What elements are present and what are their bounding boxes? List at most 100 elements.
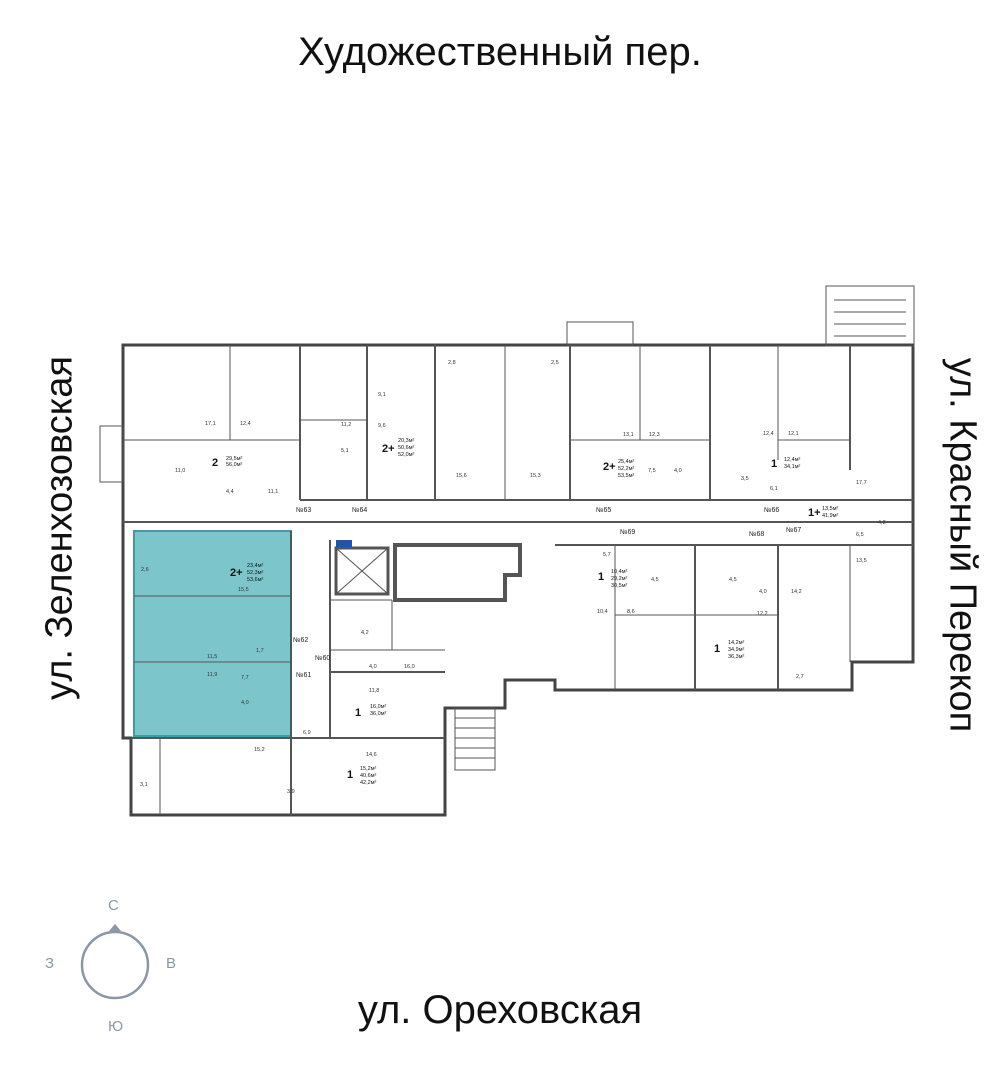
- room-area: 3,1: [140, 782, 148, 788]
- compass-north-label: С: [108, 897, 119, 914]
- room-area: 11,5: [207, 654, 217, 660]
- room-area: 15,2: [254, 747, 265, 753]
- unit-rooms: 2+: [230, 567, 243, 579]
- room-area: 11,1: [268, 489, 278, 495]
- room-area: 2,8: [448, 360, 456, 366]
- room-area: 6,1: [770, 486, 778, 492]
- compass-icon: [80, 924, 150, 1000]
- unit-area-total: 40,6м²: [360, 773, 376, 779]
- room-area: 12,1: [788, 431, 799, 437]
- unit-area-full: 42,2м²: [360, 780, 376, 786]
- unit-rooms: 1: [771, 458, 777, 470]
- room-area: 1,7: [256, 648, 264, 654]
- unit-area-living: 14,2м²: [728, 640, 744, 646]
- unit-number: №69: [620, 529, 635, 536]
- room-area: 4,0: [759, 589, 767, 595]
- unit-area-total: 50,6м²: [398, 445, 414, 451]
- room-area: 13,5: [856, 558, 867, 564]
- room-area: 11,2: [341, 422, 351, 428]
- room-area: 12,2: [757, 611, 768, 617]
- room-area: 4,5: [729, 577, 737, 583]
- unit-number: №62: [293, 637, 308, 644]
- unit-area-full: 30,5м²: [611, 583, 627, 589]
- elevator-marker: [336, 540, 352, 547]
- unit-area-living: 15,2м²: [360, 766, 376, 772]
- unit-number: №68: [749, 531, 764, 538]
- room-area: 15,5: [238, 587, 249, 593]
- room-area: 8,6: [627, 609, 635, 615]
- unit-area-full: 52,0м²: [398, 452, 414, 458]
- unit-area-living: 29,5м²: [226, 456, 242, 462]
- compass-east-label: В: [166, 955, 177, 972]
- room-area: 5,1: [341, 448, 349, 454]
- room-area: 9,6: [378, 423, 386, 429]
- room-area: 15,3: [530, 473, 541, 479]
- room-area: 11,8: [369, 688, 379, 694]
- unit-rooms: 1: [347, 769, 353, 781]
- unit-rooms: 2+: [382, 443, 395, 455]
- unit-area-total: 36,0м²: [370, 711, 386, 717]
- unit-rooms: 1: [355, 707, 361, 719]
- room-area: 6,9: [303, 730, 311, 736]
- room-area: 3,5: [741, 476, 749, 482]
- unit-number: №60: [315, 655, 330, 662]
- room-area: 4,2: [878, 520, 886, 526]
- unit-rooms: 1: [714, 643, 720, 655]
- room-area: 9,1: [378, 392, 386, 398]
- unit-area-full: 53,5м²: [618, 473, 634, 479]
- room-area: 15,6: [456, 473, 467, 479]
- room-area: 7,5: [648, 468, 656, 474]
- room-area: 7,7: [241, 675, 249, 681]
- unit-number: №61: [296, 672, 311, 679]
- street-label-bottom: ул. Ореховская: [357, 988, 643, 1032]
- unit-number: №65: [596, 507, 611, 514]
- unit-area-living: 25,4м²: [618, 459, 634, 465]
- room-area: 2,5: [551, 360, 559, 366]
- unit-area-full: 53,6м²: [247, 577, 263, 583]
- unit-area-living: 13,5м²: [822, 506, 838, 512]
- room-area: 10,4: [597, 609, 608, 615]
- unit-area-total: 52,2м²: [618, 466, 634, 472]
- unit-number: №64: [352, 507, 367, 514]
- room-area: 13,1: [623, 432, 634, 438]
- room-area: 2,6: [141, 567, 149, 573]
- street-label-top: Художественный пер.: [298, 30, 702, 74]
- room-area: 17,7: [856, 480, 867, 486]
- unit-area-total: 29,2м²: [611, 576, 627, 582]
- unit-number: №67: [786, 527, 801, 534]
- unit-area-total: 34,9м²: [728, 647, 744, 653]
- room-area: 14,6: [366, 752, 377, 758]
- room-area: 4,5: [651, 577, 659, 583]
- room-area: 11,9: [207, 672, 217, 678]
- room-area: 3,9: [287, 789, 295, 795]
- room-area: 12,4: [763, 431, 774, 437]
- room-area: 12,4: [240, 421, 251, 427]
- unit-area-living: 20,3м²: [398, 438, 414, 444]
- unit-area-living: 16,0м²: [370, 704, 386, 710]
- unit-area-total: 34,1м²: [784, 464, 800, 470]
- unit-area-total: 56,0м²: [226, 462, 242, 468]
- unit-area-living: 23,4м²: [247, 563, 263, 569]
- unit-number: №66: [764, 507, 779, 514]
- room-area: 14,2: [791, 589, 802, 595]
- compass-south-label: Ю: [108, 1018, 124, 1035]
- room-area: 16,0: [404, 664, 415, 670]
- unit-rooms: 1+: [808, 507, 821, 519]
- unit-area-living: 10,4м²: [611, 569, 627, 575]
- unit-rooms: 2: [212, 457, 218, 469]
- unit-area-total: 41,9м²: [822, 513, 838, 519]
- room-area: 12,3: [649, 432, 660, 438]
- room-area: 4,0: [241, 700, 249, 706]
- unit-number: №63: [296, 507, 311, 514]
- room-area: 4,0: [674, 468, 682, 474]
- compass-west-label: З: [45, 955, 55, 972]
- unit-rooms: 2+: [603, 461, 616, 473]
- unit-rooms: 1: [598, 571, 604, 583]
- room-area: 4,0: [369, 664, 377, 670]
- room-area: 17,1: [205, 421, 216, 427]
- room-area: 11,0: [175, 468, 185, 474]
- room-area: 2,7: [796, 674, 804, 680]
- selected-apartment[interactable]: [133, 530, 292, 737]
- room-area: 4,4: [226, 489, 234, 495]
